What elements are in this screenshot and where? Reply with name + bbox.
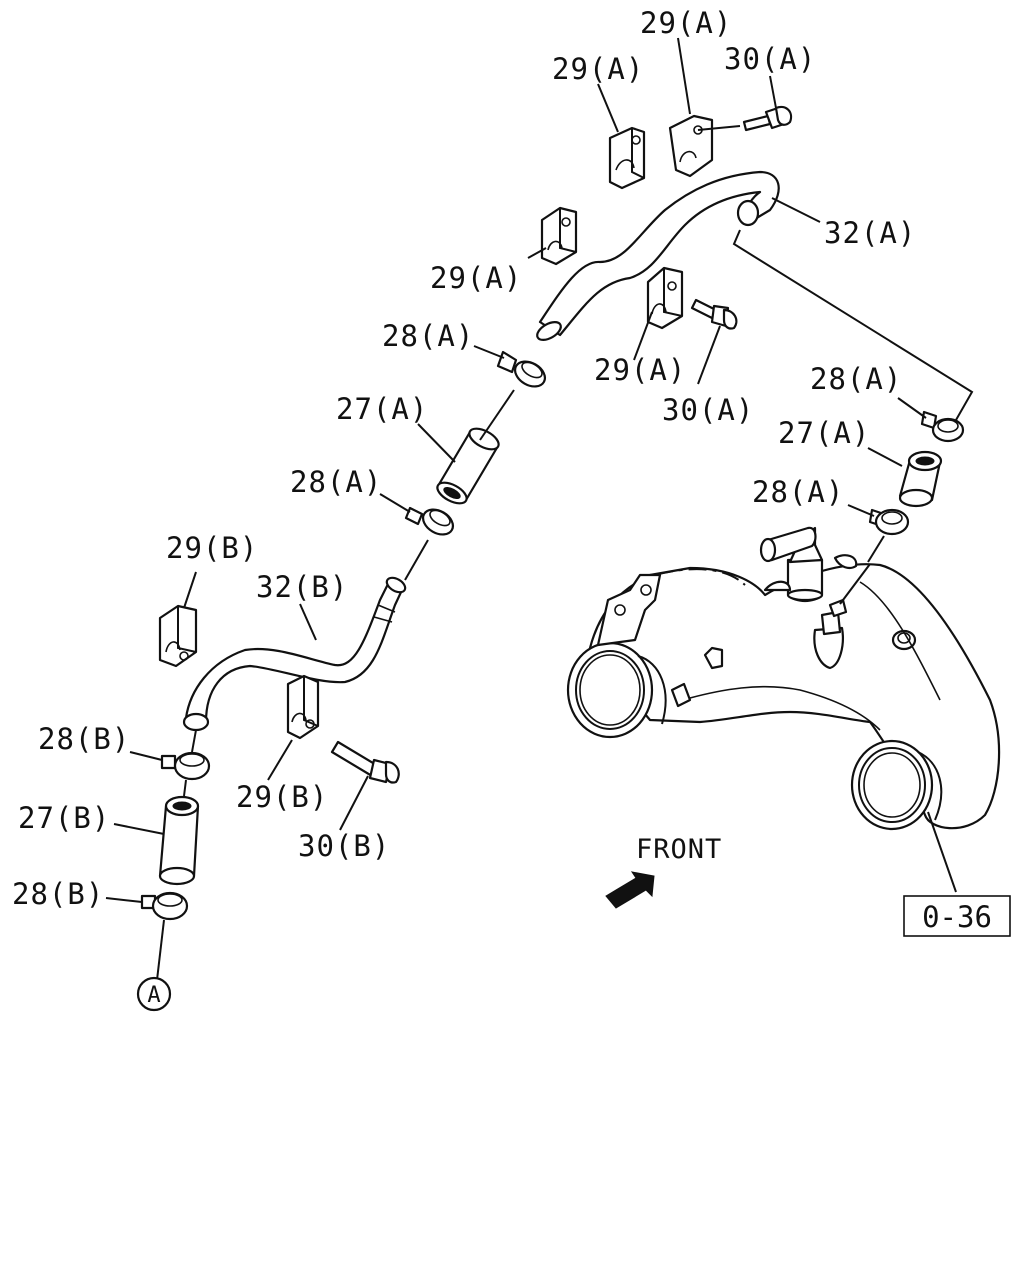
clamp-28a-1: [496, 350, 547, 388]
leader-lines: [105, 37, 974, 981]
callout-29b-1: 29(B): [166, 531, 258, 565]
callout-32a: 32(A): [824, 216, 916, 250]
callout-29a-1: 29(A): [640, 6, 732, 40]
callout-29a-4: 29(A): [594, 353, 686, 387]
callout-labels: 29(A) 29(A) 30(A) 32(A) 29(A) 28(A) 29(A…: [12, 6, 916, 911]
callout-28b-1: 28(B): [38, 722, 130, 756]
front-label: FRONT: [636, 834, 722, 865]
callout-30a-1: 30(A): [724, 42, 816, 76]
clamp-28a-2: [404, 506, 455, 536]
callout-28a-4: 28(A): [752, 475, 844, 509]
callout-28b-2: 28(B): [12, 877, 104, 911]
connector-mark: A: [136, 976, 172, 1012]
callout-28a-3: 28(A): [810, 362, 902, 396]
reference-box: 0-36: [903, 895, 1011, 937]
callout-28a-1: 28(A): [382, 319, 474, 353]
connector-mark-label: A: [147, 983, 160, 1008]
bolt-30a-2: [690, 298, 738, 330]
bolt-30a-1: [742, 105, 793, 132]
bracket-29a-3: [540, 206, 578, 266]
callout-28a-2: 28(A): [290, 465, 382, 499]
bracket-29a-1: [608, 126, 646, 190]
callout-27a-2: 27(A): [778, 416, 870, 450]
bracket-29a-4: [646, 266, 684, 330]
clamp-28b-2: [140, 891, 189, 921]
callout-27a-1: 27(A): [336, 392, 428, 426]
callout-27b: 27(B): [18, 801, 110, 835]
front-indicator: FRONT: [605, 834, 722, 909]
callout-29a-3: 29(A): [430, 261, 522, 295]
hose-27a-1: [436, 427, 500, 505]
callout-29a-2: 29(A): [552, 52, 644, 86]
pipe-32a: [536, 170, 780, 341]
clamp-28a-4: [868, 508, 910, 536]
callout-29b-2: 29(B): [236, 780, 328, 814]
bracket-29b-1: [158, 604, 198, 668]
bracket-29b-2: [286, 674, 320, 740]
callout-30a-2: 30(A): [662, 393, 754, 427]
clamp-28a-3: [920, 410, 965, 443]
hose-27a-2: [898, 450, 943, 508]
pipe-32b: [182, 576, 407, 732]
clamp-28b-1: [160, 751, 211, 781]
bracket-29a-2: [668, 114, 714, 178]
arrow-icon: [605, 871, 655, 909]
bolt-30b: [330, 740, 400, 784]
callout-30b: 30(B): [298, 829, 390, 863]
intake-pipe-assembly: [566, 526, 1001, 831]
callout-32b: 32(B): [256, 570, 348, 604]
hose-27b: [158, 795, 200, 886]
reference-box-label: 0-36: [922, 900, 992, 934]
